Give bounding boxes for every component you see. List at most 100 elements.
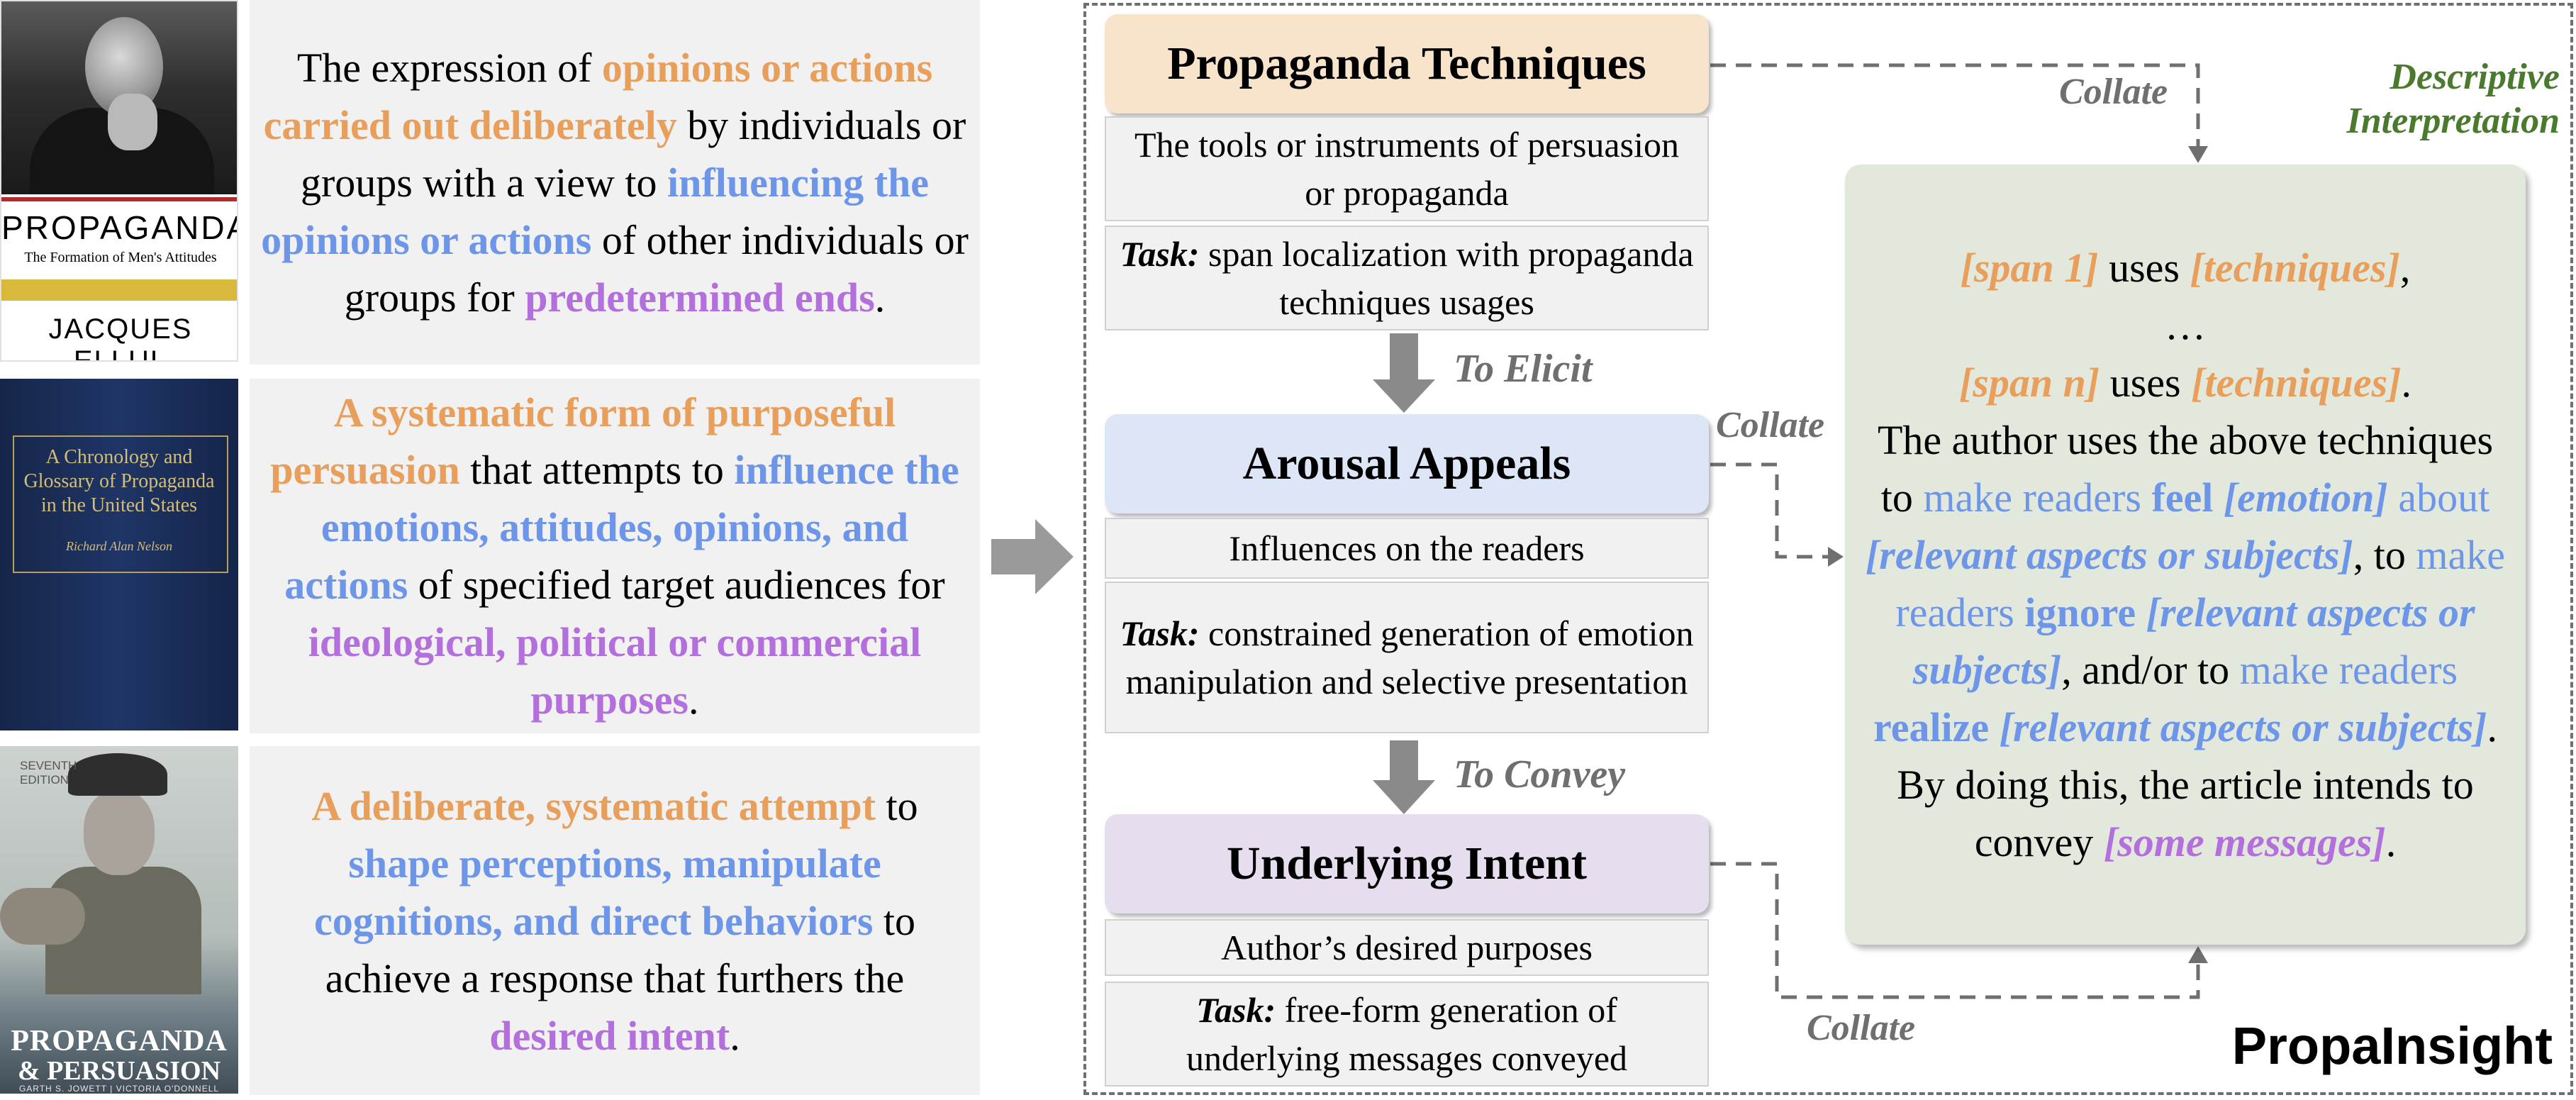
collate-arrowhead-3 (2188, 946, 2208, 963)
def-emotion-phrase: influence the emotions, attitudes, opini… (284, 447, 959, 608)
module-header-techniques: Propaganda Techniques (1105, 14, 1709, 113)
book-cover-jowett: SEVENTH EDITION PROPAGANDA & PERSUASION … (0, 746, 238, 1094)
propainsight-frame (1083, 3, 2573, 1095)
cover-title-line2: & PERSUASION (17, 1056, 221, 1086)
module-desc-text: Author’s desired purposes (1221, 928, 1593, 967)
cover-author: Richard Alan Nelson (66, 539, 172, 553)
label-collate-1: Collate (2059, 72, 2168, 112)
slot-aspects: [relevant aspects or subjects] (1865, 531, 2353, 578)
task-label: Task: (1196, 990, 1276, 1030)
down-arrow-elicit (1373, 333, 1435, 413)
interpretation-text: [span 1] uses [techniques], … [span n] u… (1859, 239, 2511, 871)
text: . (2385, 818, 2397, 865)
def-text: . (874, 274, 886, 321)
slot-span: [span n] (1958, 359, 2100, 406)
task-text: span localization with propaganda techni… (1199, 234, 1694, 322)
interpretation-label: Descriptive Interpretation (2346, 57, 2560, 141)
label-to-elicit: To Elicit (1454, 347, 1593, 391)
definition-jowett: A deliberate, systematic attempt to shap… (250, 746, 980, 1095)
slot-techniques: [techniques] (2190, 244, 2400, 291)
module-header-arousal: Arousal Appeals (1105, 414, 1709, 513)
text: about (2387, 474, 2490, 521)
def-text: that attempts to (459, 447, 735, 493)
def-text: The expression of (296, 44, 602, 91)
system-title: PropaInsight (2231, 1016, 2553, 1075)
cover-authors: GARTH S. JOWETT | VICTORIA O'DONNELL (18, 1084, 220, 1094)
def-text: of specified target audiences for (408, 562, 945, 608)
cover-title: PROPAGANDA (1, 209, 238, 246)
text: … (2165, 301, 2206, 348)
definition-nelson: A systematic form of purposeful persuasi… (250, 379, 980, 733)
text: , and/or to (2061, 646, 2240, 693)
def-text: of other individuals or groups for (344, 216, 969, 321)
text: , (2399, 244, 2411, 291)
def-emotion-phrase: influencing the opinions or actions (261, 159, 930, 263)
task-label: Task: (1120, 234, 1200, 274)
def-intent-phrase: desired intent (489, 1012, 730, 1059)
label-collate-2: Collate (1716, 405, 1825, 445)
collate-arrowhead-2 (1828, 547, 1844, 567)
module-desc-text: The tools or instruments of persuasion o… (1134, 125, 1679, 213)
author-photo (1, 1, 237, 194)
definition-ellul: The expression of opinions or actions ca… (250, 0, 980, 365)
collate-arrowhead-1 (2188, 146, 2208, 163)
module-desc-arousal: Influences on the readers (1105, 518, 1709, 579)
slot-aspects: [relevant aspects or subjects] (1999, 704, 2487, 750)
module-task-techniques: Task: span localization with propaganda … (1105, 226, 1709, 330)
module-title: Propaganda Techniques (1167, 38, 1646, 89)
module-task-intent: Task: free-form generation of underlying… (1105, 982, 1709, 1087)
task-label: Task: (1120, 613, 1200, 653)
def-text: by individuals or groups with a view to (300, 101, 966, 206)
interpretation-template-box: [span 1] uses [techniques], … [span n] u… (1845, 165, 2526, 945)
task-text: free-form generation of underlying messa… (1186, 990, 1628, 1078)
text-realize: realize (1873, 704, 1990, 750)
slot-span: [span 1] (1960, 244, 2099, 291)
down-arrow-convey (1373, 740, 1435, 814)
module-task-arousal: Task: constrained generation of emotion … (1105, 582, 1709, 733)
module-header-intent: Underlying Intent (1105, 814, 1709, 913)
book-cover-ellul: PROPAGANDA The Formation of Men's Attitu… (0, 0, 238, 362)
def-technique-phrase: A deliberate, systematic attempt (311, 782, 876, 829)
collate-line-arousal (1710, 462, 1829, 559)
task-text: constrained generation of emotion manipu… (1125, 613, 1694, 701)
text-ignore: ignore (2024, 589, 2136, 635)
module-title: Arousal Appeals (1242, 438, 1571, 489)
slot-emotion: [emotion] (2223, 474, 2388, 521)
def-intent-phrase: predetermined ends (525, 274, 875, 321)
text: uses (2100, 359, 2192, 406)
def-text: . (730, 1012, 740, 1059)
def-emotion-phrase: shape perceptions, manipulate cognitions… (313, 840, 881, 944)
text: . (2401, 359, 2412, 406)
module-desc-intent: Author’s desired purposes (1105, 919, 1709, 976)
label-to-convey: To Convey (1454, 752, 1626, 796)
cover-subtitle: The Formation of Men's Attitudes (24, 250, 217, 265)
def-text: to (876, 782, 918, 829)
cover-author: JACQUES ELLUL (48, 313, 193, 362)
def-text: . (688, 677, 699, 723)
slot-aspects: [relevant aspects or subjects] (1912, 589, 2475, 693)
book-cover-nelson: A Chronology and Glossary of Propaganda … (0, 379, 238, 730)
text: The author uses the above techniques to (1877, 416, 2494, 521)
collate-line-techniques (1710, 63, 2200, 149)
module-desc-techniques: The tools or instruments of persuasion o… (1105, 116, 1709, 221)
module-desc-text: Influences on the readers (1229, 528, 1585, 568)
text-make-readers: make readers (1895, 531, 2506, 635)
text-make-readers: make readers (1923, 474, 2141, 521)
module-title: Underlying Intent (1227, 838, 1587, 889)
flow-right-arrow (991, 519, 1074, 594)
text-feel: feel (2151, 474, 2214, 521)
label-collate-3: Collate (1807, 1008, 1916, 1048)
def-intent-phrase: ideological, political or commercial pur… (308, 619, 922, 723)
cover-edition: SEVENTH EDITION (20, 759, 77, 787)
slot-messages: [some messages] (2103, 818, 2386, 865)
text: uses (2098, 244, 2190, 291)
def-technique-phrase: opinions or actions carried out delibera… (263, 44, 933, 148)
cover-title: A Chronology and Glossary of Propaganda … (23, 446, 215, 516)
text: By doing this, the article intends to co… (1897, 761, 2474, 865)
def-technique-phrase: A systematic form of purposeful persuasi… (270, 389, 896, 493)
slot-techniques: [techniques] (2191, 359, 2402, 406)
text-make-readers: make readers (2239, 646, 2458, 693)
text: . (2487, 704, 2498, 750)
cover-title-line1: PROPAGANDA (11, 1025, 228, 1057)
